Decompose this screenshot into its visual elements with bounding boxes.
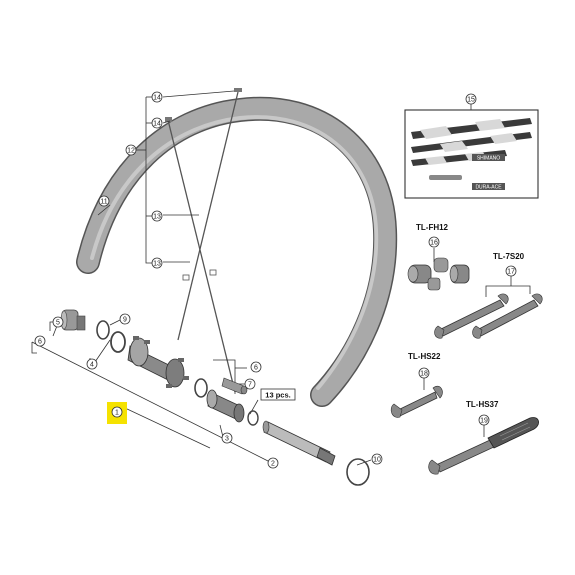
callout-2: 2 xyxy=(267,457,279,469)
decal-set: SHIMANO DURA-ACE xyxy=(404,109,539,199)
spacer-ring xyxy=(76,315,86,331)
decal-brand-text: SHIMANO xyxy=(477,156,500,162)
callout-3: 3 xyxy=(221,432,233,444)
tool-hs37-label: TL-HS37 xyxy=(466,400,499,409)
svg-text:6: 6 xyxy=(254,365,258,372)
callout-4: 4 xyxy=(86,358,98,370)
hub-decal xyxy=(472,154,505,161)
nipple xyxy=(165,117,172,122)
callout-19: 19 xyxy=(478,414,490,426)
svg-text:13: 13 xyxy=(153,261,161,268)
hub-body xyxy=(127,336,189,388)
decal-brand2-text: DURA-ACE xyxy=(475,185,502,191)
rim-decal xyxy=(411,118,532,153)
callout-14b: 14 xyxy=(151,117,163,129)
svg-text:9: 9 xyxy=(123,317,127,324)
svg-text:13: 13 xyxy=(153,214,161,221)
hub-decal xyxy=(472,183,505,190)
rim xyxy=(76,96,398,407)
callout-5: 5 xyxy=(52,316,64,328)
freehub-body xyxy=(206,389,245,423)
svg-text:14: 14 xyxy=(153,121,161,128)
callout-7: 7 xyxy=(244,378,256,390)
washer xyxy=(247,410,259,426)
svg-text:19: 19 xyxy=(480,418,488,425)
tool-7s20-label: TL-7S20 xyxy=(493,252,525,261)
o-ring xyxy=(110,331,126,353)
o-ring-large xyxy=(346,458,370,486)
svg-text:2: 2 xyxy=(271,461,275,468)
svg-text:6: 6 xyxy=(38,339,42,346)
callout-6b: 6 xyxy=(250,361,262,373)
o-ring xyxy=(96,320,110,340)
callout-6: 6 xyxy=(34,335,46,347)
callout-17: 17 xyxy=(505,265,517,277)
svg-text:17: 17 xyxy=(507,269,515,276)
spokes xyxy=(165,88,242,393)
tool-hs37: TL-HS37 xyxy=(428,400,539,475)
tool-fh12-label: TL-FH12 xyxy=(416,223,449,232)
callout-16: 16 xyxy=(428,236,440,248)
svg-text:12: 12 xyxy=(127,148,135,155)
svg-text:18: 18 xyxy=(420,371,428,378)
svg-text:14: 14 xyxy=(153,95,161,102)
callout-13b: 13 xyxy=(151,257,163,269)
spoke-head xyxy=(234,88,242,92)
svg-text:1: 1 xyxy=(115,410,119,417)
callout-18: 18 xyxy=(418,367,430,379)
svg-text:4: 4 xyxy=(90,362,94,369)
leader-lines xyxy=(31,90,372,466)
callout-10: 10 xyxy=(371,453,383,465)
callout-13a: 13 xyxy=(151,210,163,222)
callouts: 1 2 3 4 5 6 6 7 xyxy=(34,91,517,469)
valve-decal xyxy=(429,175,462,180)
axle xyxy=(262,420,336,466)
svg-text:11: 11 xyxy=(100,199,107,206)
quantity-box: 13 pcs. xyxy=(260,388,296,401)
callout-12: 12 xyxy=(125,144,137,156)
tool-hs22: TL-HS22 xyxy=(390,352,443,418)
callout-1: 1 xyxy=(107,402,127,424)
tool-hs22-label: TL-HS22 xyxy=(408,352,441,361)
callout-9: 9 xyxy=(119,313,131,325)
o-ring xyxy=(194,378,208,398)
svg-text:3: 3 xyxy=(225,436,229,443)
quantity-label: 13 pcs. xyxy=(265,391,290,400)
callout-15: 15 xyxy=(465,93,477,110)
nipple xyxy=(182,274,190,281)
tool-fh12: TL-FH12 xyxy=(407,223,470,291)
svg-text:5: 5 xyxy=(56,320,60,327)
lock-nut xyxy=(60,309,79,331)
svg-text:15: 15 xyxy=(467,97,475,104)
hub-parts xyxy=(60,309,370,486)
tool-7s20: TL-7S20 xyxy=(434,252,543,339)
svg-text:16: 16 xyxy=(430,240,438,247)
svg-text:10: 10 xyxy=(373,457,381,464)
pawl xyxy=(221,377,248,395)
callout-14a: 14 xyxy=(151,91,163,103)
svg-text:7: 7 xyxy=(248,382,252,389)
nipple xyxy=(209,269,217,276)
callout-11: 11 xyxy=(98,195,110,207)
